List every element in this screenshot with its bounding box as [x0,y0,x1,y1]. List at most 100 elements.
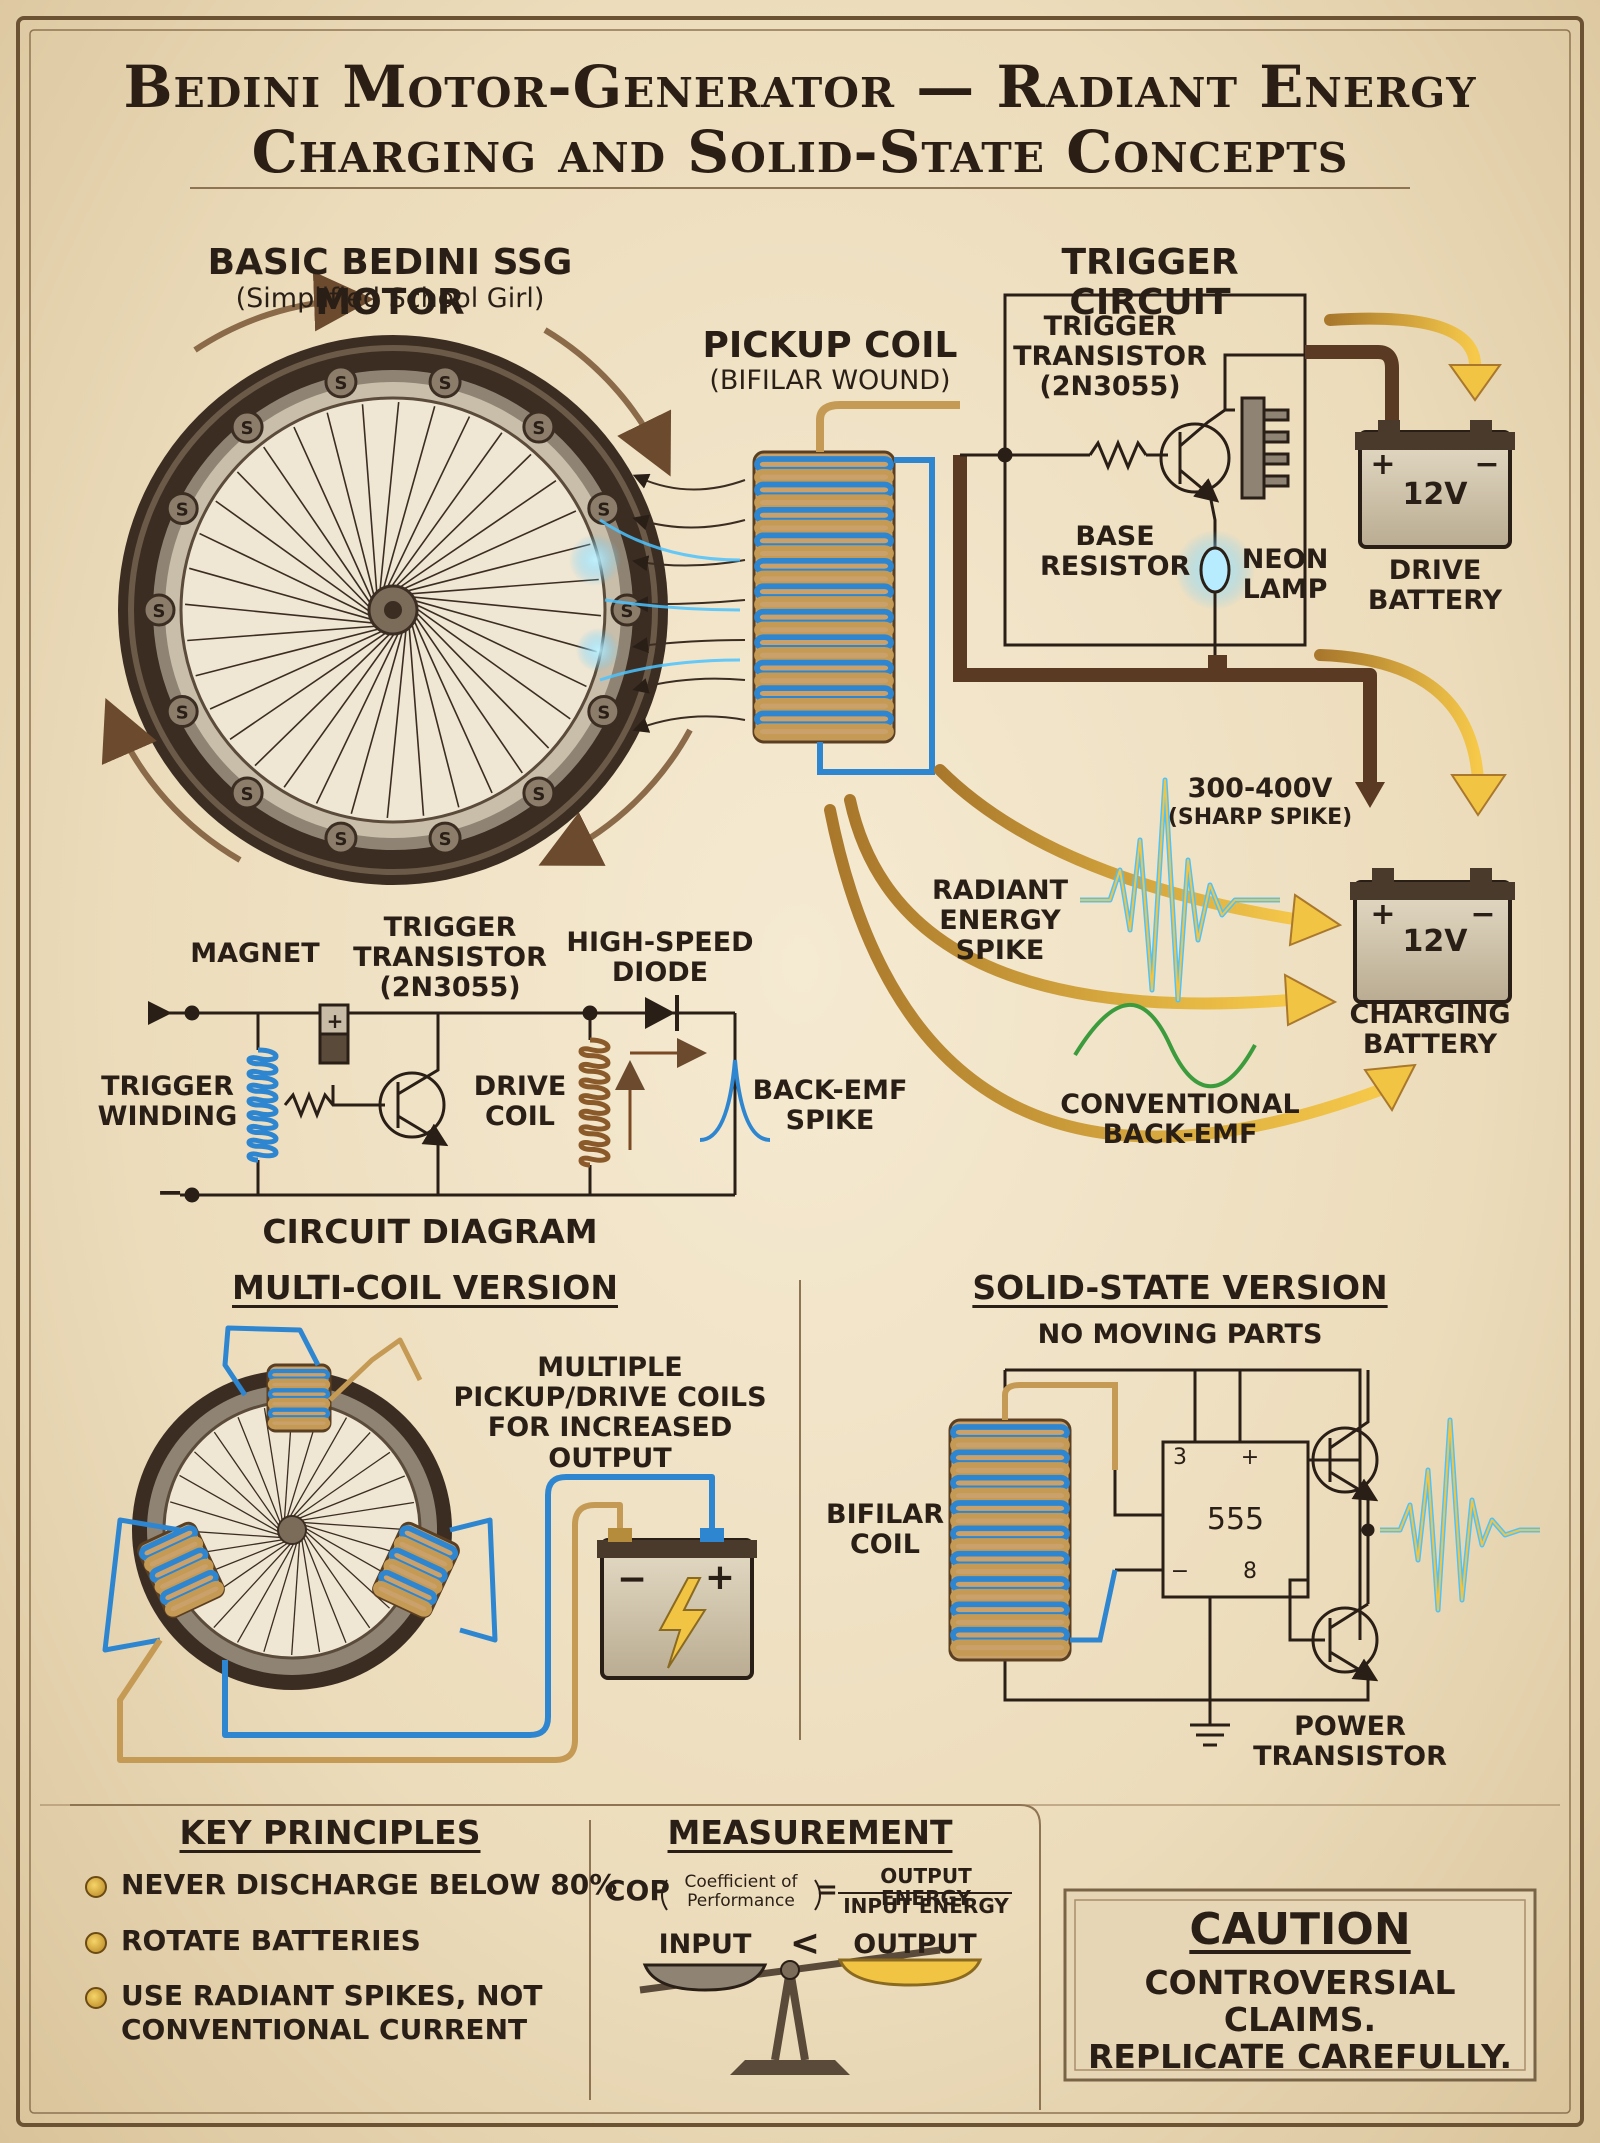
trigger-winding-label: TRIGGER WINDING [97,1071,238,1133]
balance-scale [639,1946,983,2075]
charging-battery-plus: + [1370,897,1396,932]
charging-battery [1350,868,1515,1004]
rim-magnet: S [230,410,264,444]
neon-lamp-label: NEON LAMP [1241,544,1329,606]
ssg-subheading: (Simplified School Girl) [235,283,545,314]
svg-text:S: S [241,784,254,805]
conventional-back-emf-label: CONVENTIONAL BACK-EMF [1060,1089,1300,1151]
drive-battery-voltage: 12V [1402,477,1468,512]
charging-battery-minus: − [1470,897,1496,932]
rim-magnet: S [324,365,358,399]
pickup-coil [752,401,960,775]
output-label: OUTPUT [853,1929,977,1960]
rim-magnet: S [587,491,621,525]
svg-text:S: S [334,829,347,850]
cop-denominator: INPUT ENERGY [843,1894,1009,1918]
back-emf-spike-label: BACK-EMF SPIKE [752,1075,908,1137]
circuit-minus-terminal: − [156,1173,184,1211]
ssg-circuit-diagram [148,1001,737,1203]
svg-text:S: S [439,373,452,394]
pickup-coil-sublabel: (BIFILAR WOUND) [709,365,951,396]
rim-magnet: S [165,695,199,729]
caution-heading: CAUTION [1189,1904,1411,1955]
power-transistor-label: POWER TRANSISTOR [1253,1711,1447,1773]
ssg-heading: BASIC BEDINI SSG MOTOR [207,242,573,324]
svg-text:S: S [176,499,189,520]
ssg-wheel: S S S S S S S S S S S S S S [118,335,668,885]
svg-text:S: S [621,601,634,622]
svg-text:S: S [532,784,545,805]
rim-magnet: S [142,593,176,627]
cop-label: COP [605,1874,670,1907]
solid-state-heading: SOLID-STATE VERSION [972,1268,1388,1307]
rim-magnet: S [522,776,556,810]
rim-magnet: S [165,491,199,525]
cop-equals: = [816,1875,838,1905]
rim-magnet: S [522,410,556,444]
drive-coil-label: DRIVE COIL [473,1071,567,1133]
key-principles-heading: KEY PRINCIPLES [179,1813,481,1852]
cop-numerator: OUTPUT ENERGY [880,1864,972,1911]
drive-battery-minus: − [1474,447,1500,482]
magnet-label: MAGNET [190,938,320,969]
multi-coil-heading: MULTI-COIL VERSION [232,1268,618,1307]
drive-battery-plus: + [1370,447,1396,482]
input-label: INPUT [658,1929,752,1960]
svg-text:S: S [597,499,610,520]
principle-item: USE RADIANT SPIKES, NOT CONVENTIONAL CUR… [85,1979,617,2046]
rim-magnet: S [610,593,644,627]
rim-magnet: S [428,365,462,399]
multi-coil-battery [597,1528,757,1680]
bullet-icon [85,1876,107,1898]
bullet-icon [85,1987,107,2010]
svg-text:S: S [439,829,452,850]
chip-pin-8: 8 [1243,1559,1257,1584]
pickup-coil-label: PICKUP COIL [702,325,958,366]
charging-battery-voltage: 12V [1402,924,1468,959]
poster-title-line2: Charging and Solid-State Concepts [251,118,1349,186]
svg-text:S: S [241,418,254,439]
svg-text:S: S [334,373,347,394]
chip-pin-minus: − [1170,1559,1190,1584]
multi-coil-wheel [132,1370,452,1690]
multi-battery-minus: − [616,1559,648,1600]
trigger-circuit-heading: TRIGGER CIRCUIT [1061,242,1239,324]
base-resistor-label: BASE RESISTOR [1040,521,1191,583]
circuit-transistor-label: TRIGGER TRANSISTOR (2N3055) [353,912,547,1004]
solid-state-schematic [1003,1368,1379,1747]
key-principles-list: NEVER DISCHARGE BELOW 80% ROTATE BATTERI… [85,1868,617,2068]
drive-battery-label: DRIVE BATTERY [1367,555,1503,617]
rim-magnet: S [230,776,264,810]
comparator-label: < [789,1923,821,1964]
circuit-diagram-caption: CIRCUIT DIAGRAM [262,1212,598,1251]
svg-text:S: S [532,418,545,439]
spike-voltage-label: 300-400V [1187,773,1333,804]
measurement-heading: MEASUREMENT [667,1813,953,1852]
poster-title-line1: Bedini Motor-Generator — Radiant Energy [123,53,1477,121]
principle-item: NEVER DISCHARGE BELOW 80% [85,1868,617,1902]
principle-item: ROTATE BATTERIES [85,1924,617,1958]
rim-magnet: S [587,695,621,729]
circuit-magnet-plus: + [326,1009,344,1033]
cop-expansion: Coefficient of Performance [684,1872,798,1912]
caution-body: CONTROVERSIAL CLAIMS. REPLICATE CAREFULL… [1087,1963,1513,2076]
bullet-icon [85,1931,107,1954]
radiant-spike-label: RADIANT ENERGY SPIKE [931,875,1069,967]
multi-coils [137,1363,460,1619]
chip-555-label: 555 [1206,1502,1265,1537]
svg-text:S: S [176,703,189,724]
multi-coil-note: MULTIPLE PICKUP/DRIVE COILS FOR INCREASE… [453,1352,767,1474]
high-speed-diode-label: HIGH-SPEED DIODE [566,927,754,989]
svg-text:S: S [597,703,610,724]
svg-text:S: S [153,601,166,622]
bifilar-coil-label: BIFILAR COIL [825,1499,944,1561]
bifilar-coil [948,1382,1118,1662]
drive-battery [1355,420,1515,549]
trigger-transistor-label: TRIGGER TRANSISTOR (2N3055) [1013,311,1207,403]
chip-pin-3: 3 [1173,1445,1187,1470]
chip-pin-plus: + [1240,1445,1260,1470]
multi-battery-plus: + [704,1557,736,1598]
trigger-circuit-schematic [960,293,1307,647]
